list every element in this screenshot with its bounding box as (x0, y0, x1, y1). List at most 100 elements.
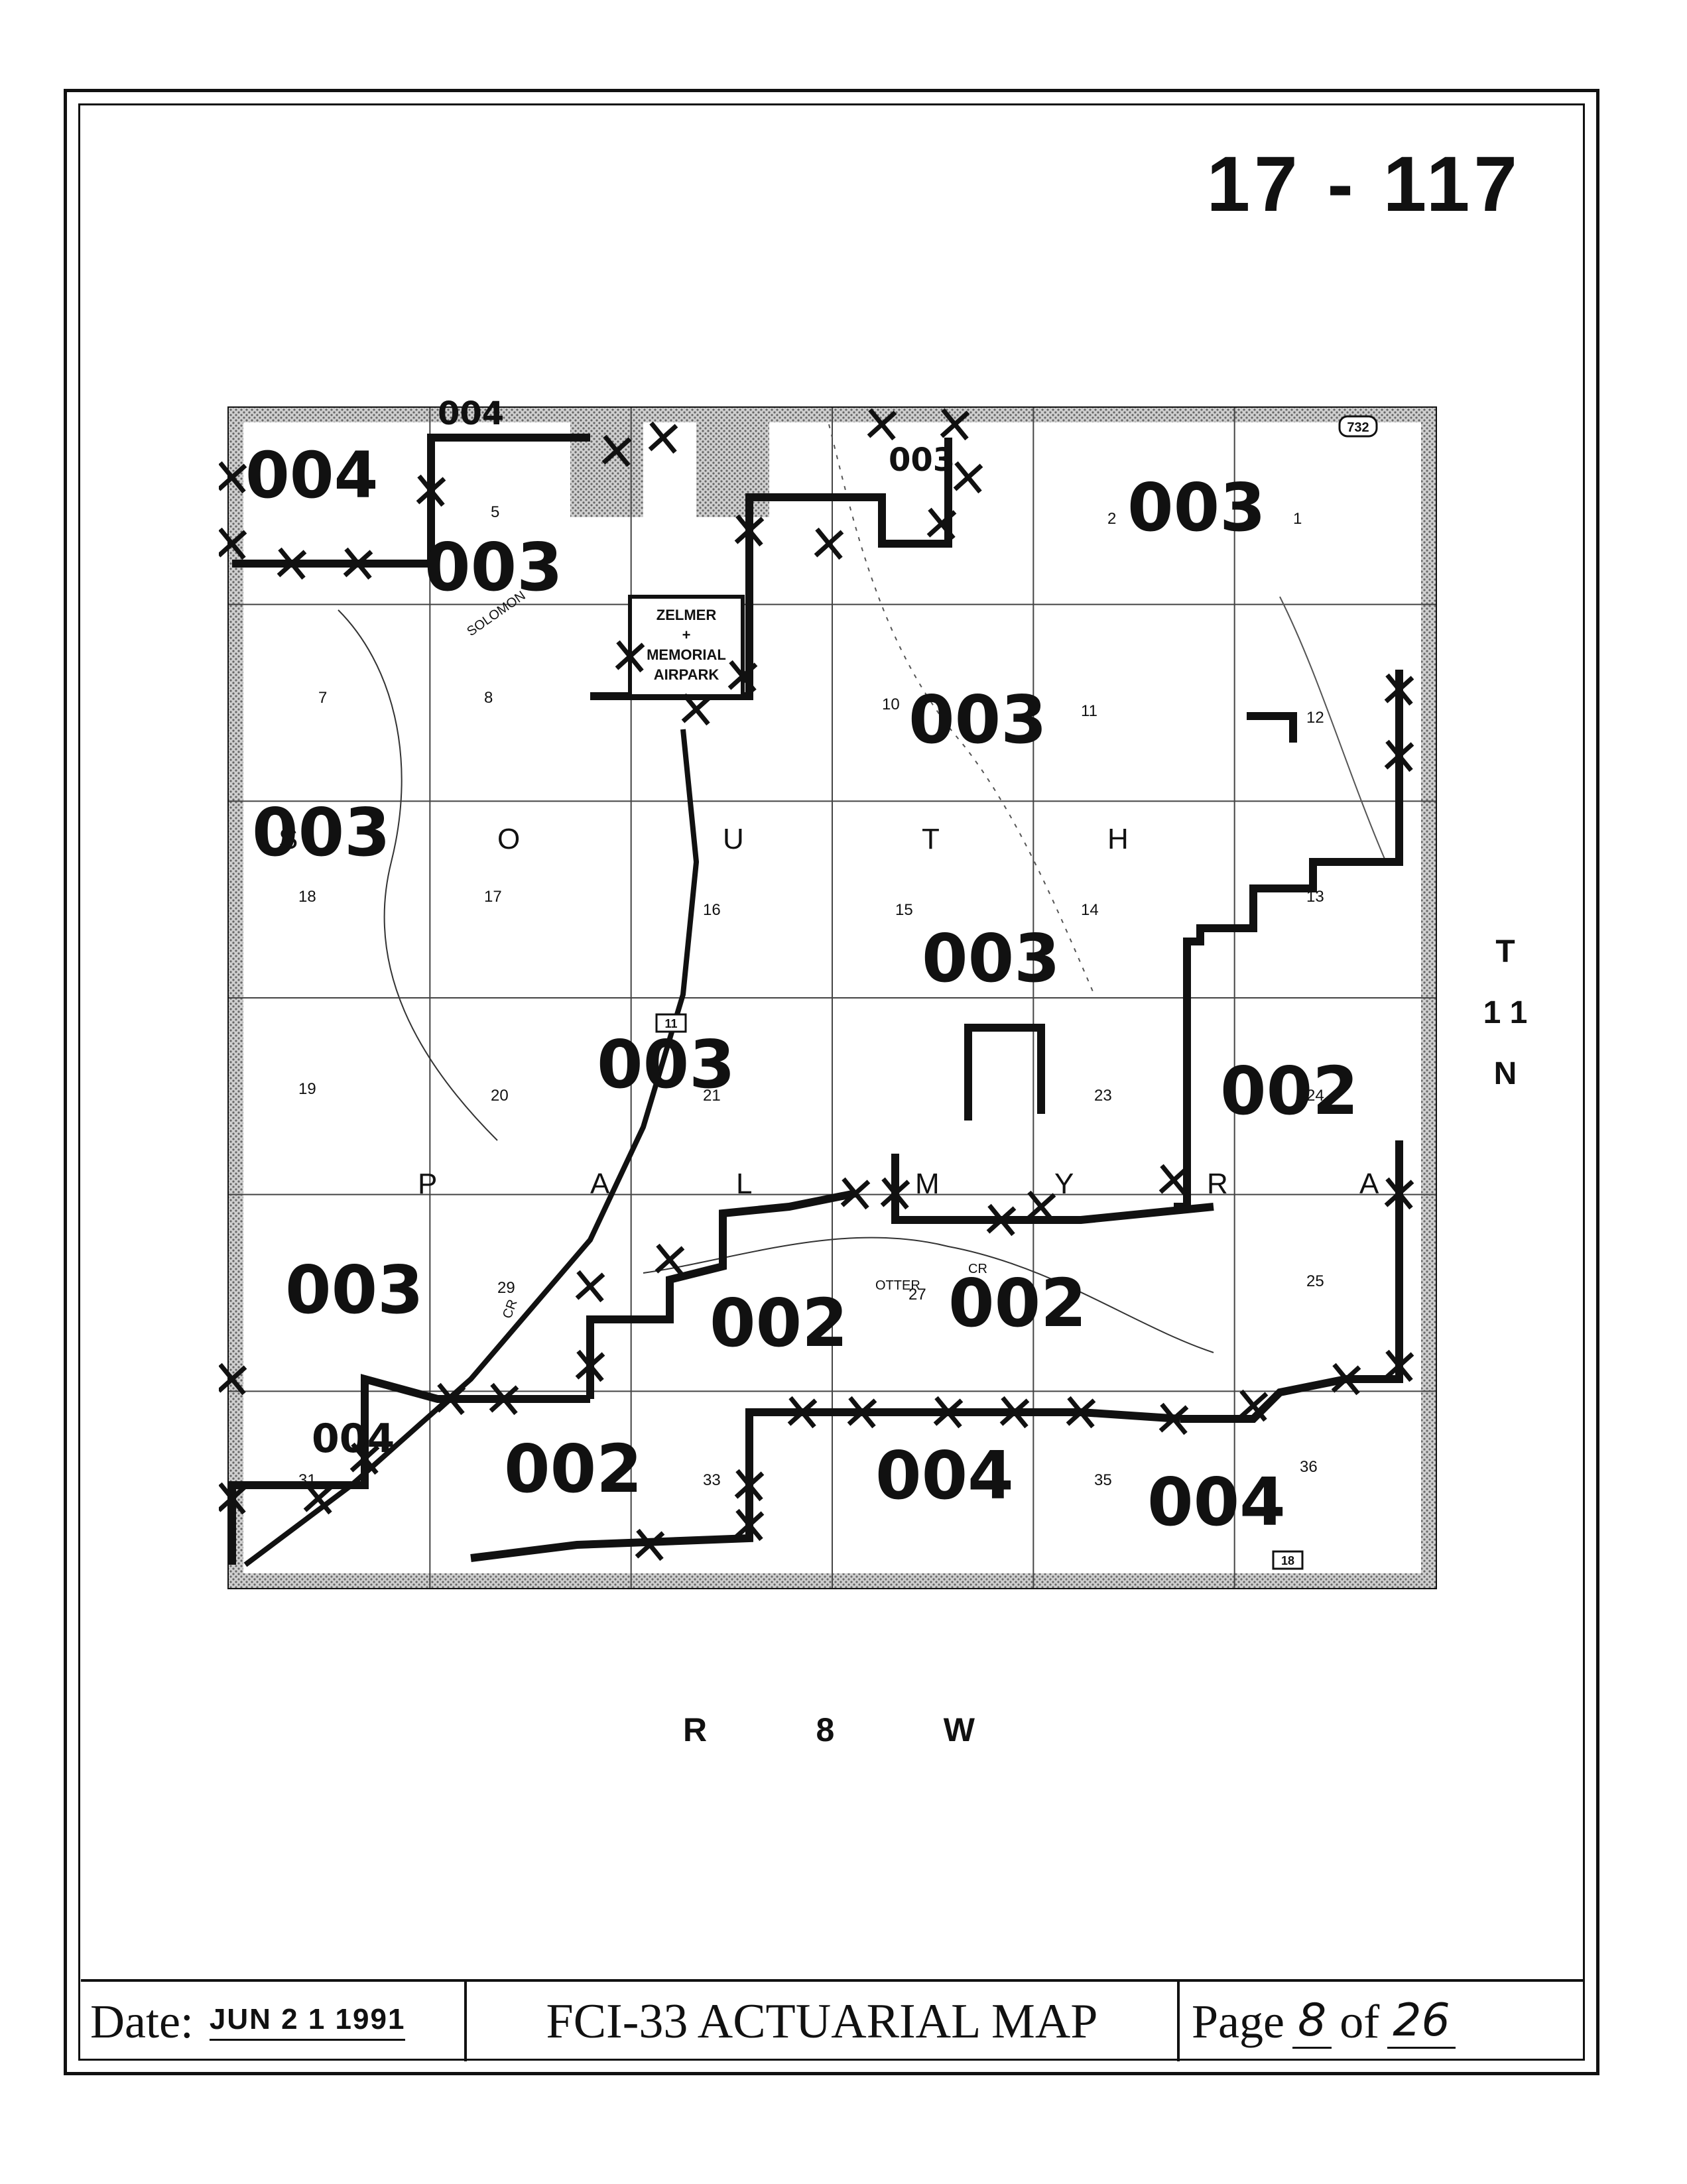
page-number: 8 (1292, 1994, 1332, 2049)
township-number: 1 1 (1483, 995, 1528, 1030)
otter-creek (643, 1237, 1214, 1353)
x-mark (933, 1396, 964, 1429)
section-number: 24 (1306, 1087, 1324, 1105)
township-letter-n: N (1493, 1056, 1517, 1091)
x-mark (999, 1396, 1030, 1429)
stipple-block-north-1 (570, 411, 643, 517)
x-mark (734, 1469, 765, 1502)
zone-code: 004 (312, 1416, 395, 1462)
x-mark (219, 527, 247, 560)
x-mark (1384, 739, 1414, 772)
section-number: 12 (1306, 709, 1324, 727)
zone-code: 002 (504, 1430, 643, 1508)
place-letter: P (418, 1168, 437, 1200)
x-mark (1066, 1396, 1096, 1429)
section-number: 23 (1094, 1087, 1112, 1105)
airport-box (628, 595, 745, 698)
x-mark (953, 461, 983, 494)
zone-code: 002 (710, 1284, 848, 1362)
place-letter: U (723, 823, 744, 855)
section-number: 17 (484, 888, 502, 906)
x-mark (615, 640, 645, 673)
section-number: 13 (1306, 888, 1324, 906)
zone-code: 002 (1220, 1052, 1359, 1130)
x-mark (734, 1508, 765, 1542)
x-mark (1026, 1190, 1056, 1223)
boundary-x-marks (219, 408, 1414, 1561)
map-title: FCI-33 ACTUARIAL MAP (467, 1982, 1180, 2061)
zone-code: 004 (245, 438, 378, 513)
section-grid (229, 408, 1436, 1588)
place-letter: R (1207, 1168, 1228, 1200)
route-shield-11-label: 11 (664, 1017, 677, 1030)
section-number: 2 (1107, 510, 1116, 528)
stream-label-cr-otter: CR (968, 1262, 987, 1276)
x-mark (847, 1396, 877, 1429)
x-mark (1158, 1164, 1189, 1197)
stream-east (1279, 596, 1387, 863)
section-number: 20 (491, 1087, 509, 1105)
solomon-creek (338, 609, 498, 1141)
x-mark (601, 434, 632, 467)
inner-frame (78, 103, 1585, 2061)
section-number: 27 (908, 1286, 926, 1304)
section-number: 15 (895, 901, 913, 919)
x-mark (840, 1177, 871, 1210)
zone-code: 003 (597, 1026, 735, 1103)
x-mark (219, 1482, 247, 1515)
range-letter-r: R (683, 1711, 708, 1748)
section-number: 35 (1094, 1471, 1112, 1489)
x-mark (303, 1482, 334, 1515)
x-mark (814, 527, 844, 560)
x-mark (648, 421, 678, 454)
township-map: ZELMER + MEMORIAL AIRPARK 732 11 18 SOLO… (219, 398, 1437, 1589)
zone-code: 003 (252, 794, 391, 871)
section-number: 11 (1081, 702, 1097, 720)
page-word: Page (1192, 1994, 1284, 2048)
page-total: 26 (1387, 1994, 1456, 2049)
x-mark (219, 461, 247, 494)
stream-dotted-north (828, 424, 1095, 995)
section-number: 1 (1293, 510, 1302, 528)
date-stamp: JUN 2 1 1991 (209, 2003, 406, 2041)
date-cell: Date: JUN 2 1 1991 (81, 1982, 467, 2061)
x-mark (635, 1528, 665, 1561)
x-mark (1384, 1177, 1414, 1210)
range-letter-w: W (943, 1711, 975, 1748)
place-letter: L (736, 1168, 752, 1200)
place-letter: A (590, 1168, 610, 1200)
place-letter: A (1359, 1168, 1379, 1200)
section-number: 10 (882, 696, 900, 713)
section-number: 7 (318, 689, 327, 707)
x-mark (343, 547, 373, 580)
outer-frame (64, 89, 1599, 2075)
x-mark (416, 474, 446, 507)
airport-line-1: ZELMER (656, 607, 717, 623)
x-mark (1384, 1349, 1414, 1382)
section-number: 21 (703, 1087, 721, 1105)
section-number: 19 (298, 1080, 316, 1098)
township-letter-t: T (1495, 934, 1515, 969)
airport-line-2: + (682, 627, 691, 643)
x-mark (219, 1363, 247, 1396)
x-mark (734, 514, 765, 547)
x-mark (1331, 1363, 1361, 1396)
map-number: 17 - 117 (1206, 141, 1521, 228)
x-mark (880, 1177, 910, 1210)
route-shield-18 (1272, 1550, 1304, 1570)
zone-code: 003 (1127, 469, 1266, 546)
airport-line-4: AIRPARK (654, 666, 719, 683)
route-shield-11 (655, 1013, 687, 1033)
x-mark (986, 1203, 1017, 1237)
section-number: 29 (497, 1279, 515, 1297)
x-mark (349, 1442, 380, 1475)
place-letter: Y (1054, 1168, 1074, 1200)
route-shield-732 (1338, 415, 1378, 438)
x-mark (489, 1382, 519, 1416)
x-mark (655, 1243, 685, 1276)
airport-line-3: MEMORIAL (647, 646, 726, 663)
stream-label-otter: OTTER (875, 1278, 920, 1293)
section-number: 8 (484, 689, 493, 707)
